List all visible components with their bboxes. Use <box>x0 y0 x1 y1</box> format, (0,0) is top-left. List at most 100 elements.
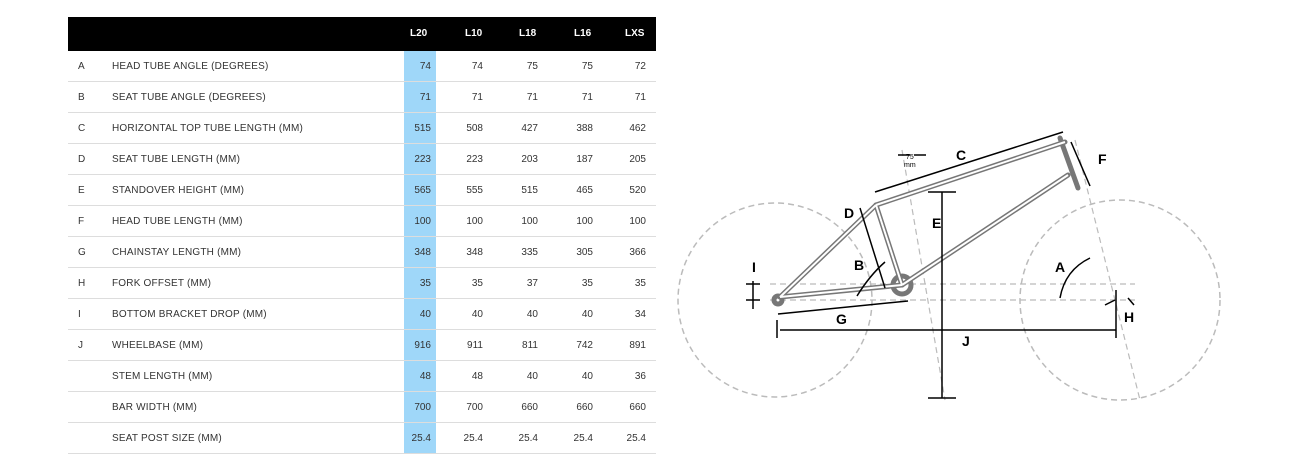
table-cell: 100 <box>576 216 593 227</box>
table-cell: 100 <box>521 216 538 227</box>
row-label: WHEELBASE (MM) <box>112 340 204 351</box>
table-cell: 427 <box>521 123 538 134</box>
table-cell: 75 <box>526 61 538 72</box>
table-row: F HEAD TUBE LENGTH (MM) 100 100 100 100 100 <box>68 206 656 237</box>
row-label: HEAD TUBE ANGLE (DEGREES) <box>112 61 269 72</box>
row-label: SEAT TUBE LENGTH (MM) <box>112 154 241 165</box>
row-label: BOTTOM BRACKET DROP (MM) <box>112 309 267 320</box>
highlight-column-cell <box>404 237 436 267</box>
table-cell: 100 <box>629 216 646 227</box>
table-cell: 916 <box>414 340 431 351</box>
highlight-column-cell <box>404 206 436 236</box>
dim-label-e: E <box>932 215 941 231</box>
table-cell: 811 <box>522 340 538 351</box>
table-cell: 520 <box>629 185 646 196</box>
table-cell: 305 <box>576 247 593 258</box>
dim-label-i: I <box>752 259 756 275</box>
dim-label-b: B <box>854 257 864 273</box>
highlight-column-cell <box>404 423 436 453</box>
table-cell: 37 <box>526 278 538 289</box>
row-label: SEAT POST SIZE (MM) <box>112 433 222 444</box>
table-cell: 205 <box>629 154 646 165</box>
table-cell: 71 <box>471 92 483 103</box>
column-header: LXS <box>625 28 645 39</box>
column-header: L18 <box>519 28 537 39</box>
row-label: STANDOVER HEIGHT (MM) <box>112 185 245 196</box>
column-header: L20 <box>410 28 428 39</box>
table-cell: 565 <box>414 185 431 196</box>
column-header: L16 <box>574 28 592 39</box>
table-cell: 40 <box>581 309 593 320</box>
row-letter: H <box>78 278 86 289</box>
table-cell: 465 <box>576 185 593 196</box>
dim-label-h: H <box>1124 309 1134 325</box>
table-cell: 35 <box>634 278 646 289</box>
table-cell: 100 <box>466 216 483 227</box>
row-label: HEAD TUBE LENGTH (MM) <box>112 216 243 227</box>
table-row: A HEAD TUBE ANGLE (DEGREES) 74 74 75 75 72 <box>68 51 656 82</box>
highlight-column-cell <box>404 330 436 360</box>
row-letter: F <box>78 216 85 227</box>
row-letter: E <box>78 185 85 196</box>
table-cell: 72 <box>634 61 646 72</box>
bike-frame-inner <box>779 141 1069 298</box>
table-cell: 100 <box>414 216 431 227</box>
table-cell: 462 <box>629 123 646 134</box>
table-cell: 34 <box>634 309 646 320</box>
table-header: L20 L10 L18 L16 LXS <box>68 17 656 51</box>
table-cell: 555 <box>466 185 483 196</box>
highlight-column-cell <box>404 175 436 205</box>
table-cell: 348 <box>466 247 483 258</box>
table-cell: 25.4 <box>463 433 483 444</box>
highlight-column-cell <box>404 361 436 391</box>
row-label: HORIZONTAL TOP TUBE LENGTH (MM) <box>112 123 304 134</box>
table-cell: 891 <box>629 340 646 351</box>
table-cell: 25.4 <box>411 433 431 444</box>
table-row: E STANDOVER HEIGHT (MM) 565 555 515 465 520 <box>68 175 656 206</box>
table-cell: 515 <box>414 123 431 134</box>
geometry-table: L20 L10 L18 L16 LXS A HEAD TUBE ANGLE (DE… <box>68 17 656 454</box>
table-cell: 48 <box>471 371 483 382</box>
table-cell: 187 <box>576 154 593 165</box>
row-label: SEAT TUBE ANGLE (DEGREES) <box>112 92 266 103</box>
table-cell: 74 <box>471 61 483 72</box>
table-cell: 35 <box>471 278 483 289</box>
table-cell: 700 <box>414 402 431 413</box>
table-cell: 71 <box>419 92 431 103</box>
dim-label-f: F <box>1098 151 1107 167</box>
row-letter: J <box>78 340 83 351</box>
table-cell: 40 <box>419 309 431 320</box>
row-letter: G <box>78 247 86 258</box>
highlight-column-cell <box>404 51 436 81</box>
offset-note-value: 75 <box>906 154 914 161</box>
highlight-column-cell <box>404 268 436 298</box>
table-cell: 660 <box>629 402 646 413</box>
table-cell: 40 <box>526 371 538 382</box>
dim-label-g: G <box>836 311 847 327</box>
table-cell: 515 <box>521 185 538 196</box>
table-cell: 75 <box>581 61 593 72</box>
row-label: CHAINSTAY LENGTH (MM) <box>112 247 242 258</box>
row-letter: B <box>78 92 85 103</box>
highlight-column-cell <box>404 113 436 143</box>
table-cell: 25.4 <box>518 433 538 444</box>
table-cell: 911 <box>467 340 483 351</box>
dim-label-j: J <box>962 333 970 349</box>
row-letter: A <box>78 61 85 72</box>
table-cell: 366 <box>629 247 646 258</box>
row-letter: D <box>78 154 86 165</box>
table-cell: 74 <box>419 61 431 72</box>
row-label: FORK OFFSET (MM) <box>112 278 212 289</box>
table-cell: 40 <box>526 309 538 320</box>
table-cell: 700 <box>466 402 483 413</box>
table-cell: 48 <box>419 371 431 382</box>
